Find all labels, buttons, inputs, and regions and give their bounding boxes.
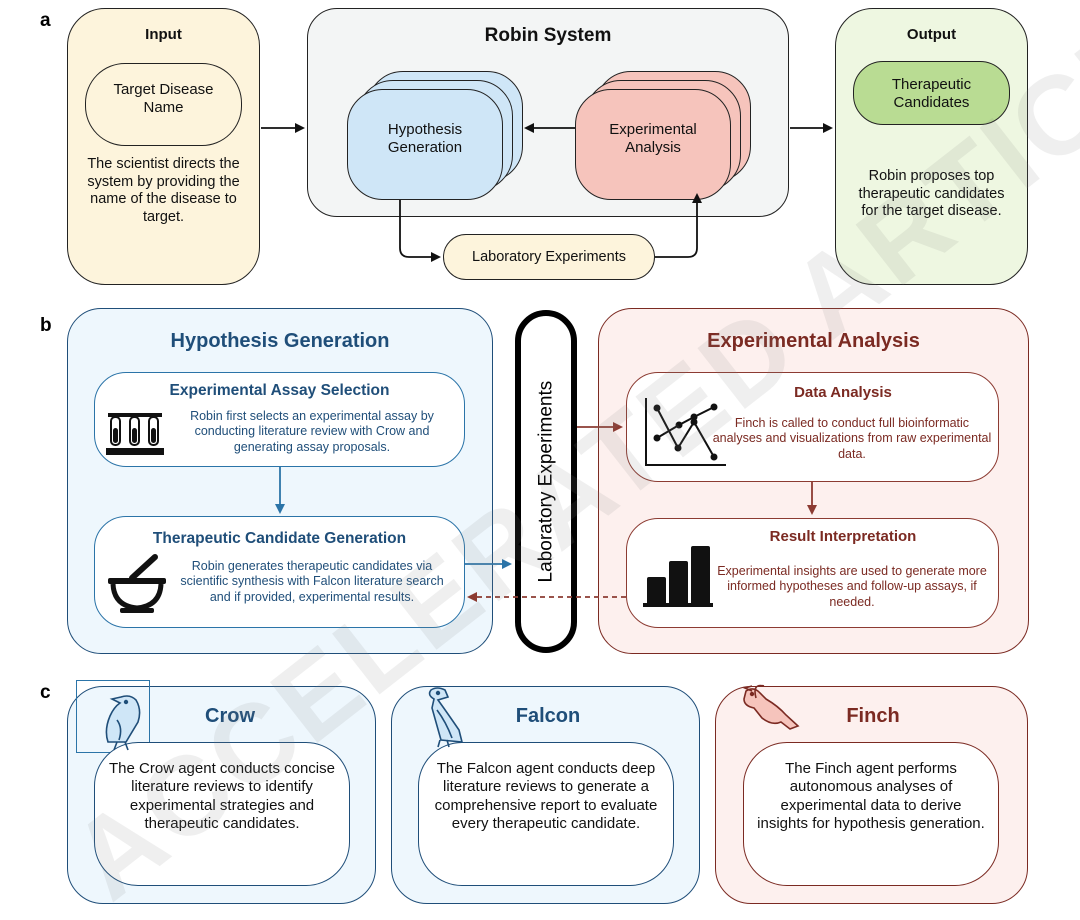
therapeutic-candidates-label: Therapeutic Candidates [891, 76, 972, 112]
panel-label-c: c [40, 682, 51, 703]
hypothesis-generation-label: Hypothesis Generation [387, 121, 463, 157]
panel-label-a: a [40, 10, 51, 31]
candidate-generation-card [94, 516, 465, 628]
target-disease-label: Target Disease Name [113, 81, 214, 117]
result-interpretation-title: Result Interpretation [769, 528, 917, 545]
line-chart-icon [645, 398, 726, 466]
lab-experiments-pill [515, 310, 577, 653]
experimental-analysis-card [575, 89, 731, 200]
output-title: Output [906, 26, 957, 43]
lab-experiments-label: Laboratory Experiments [472, 249, 626, 265]
mortar-pestle-icon [108, 554, 166, 613]
panel-label-b: b [40, 315, 52, 336]
data-analysis-card [626, 372, 999, 482]
therapeutic-candidates-box [853, 61, 1010, 125]
target-disease-box [85, 63, 242, 146]
bar-chart-icon [643, 546, 713, 607]
arrow-lab-to-analysis [655, 193, 702, 258]
input-box [67, 8, 260, 285]
assay-selection-title: Experimental Assay Selection [169, 382, 390, 399]
crow-description: The Crow agent conducts concise literatu… [109, 760, 335, 832]
output-description: Robin proposes top therapeutic candidate… [858, 168, 1005, 220]
input-title: Input [145, 26, 182, 43]
hypothesis-generation-title: Hypothesis Generation [170, 330, 390, 352]
experimental-analysis-label: Experimental Analysis [609, 121, 697, 157]
assay-selection-description: Robin first selects an experimental assa… [190, 409, 434, 454]
output-box [835, 8, 1028, 285]
candidate-generation-title: Therapeutic Candidate Generation [152, 530, 407, 547]
arrow-hypothesis-to-lab [399, 200, 441, 262]
result-interpretation-card [626, 518, 999, 628]
finch-description: The Finch agent performs autonomous anal… [757, 760, 985, 832]
result-interpretation-description: Experimental insights are used to genera… [717, 564, 987, 609]
finch-card [743, 742, 999, 886]
test-tube-rack-icon [106, 413, 164, 455]
crow-title: Crow [205, 705, 255, 727]
finch-icon [742, 684, 800, 730]
falcon-icon [428, 687, 464, 748]
data-analysis-title: Data Analysis [794, 384, 892, 401]
falcon-title: Falcon [515, 705, 581, 727]
input-description: The scientist directs the system by prov… [87, 156, 240, 226]
falcon-description: The Falcon agent conducts deep literatur… [434, 760, 658, 832]
candidate-generation-description: Robin generates therapeutic candidates v… [180, 559, 444, 604]
experimental-analysis-title: Experimental Analysis [707, 330, 920, 352]
lab-experiments-box [443, 234, 655, 280]
crow-icon [105, 695, 141, 751]
falcon-card [418, 742, 674, 886]
robin-system-title: Robin System [484, 25, 612, 46]
data-analysis-description: Finch is called to conduct full bioinfor… [712, 416, 992, 461]
hypothesis-generation-card [347, 89, 503, 200]
crow-card [94, 742, 350, 886]
finch-title: Finch [846, 705, 900, 727]
